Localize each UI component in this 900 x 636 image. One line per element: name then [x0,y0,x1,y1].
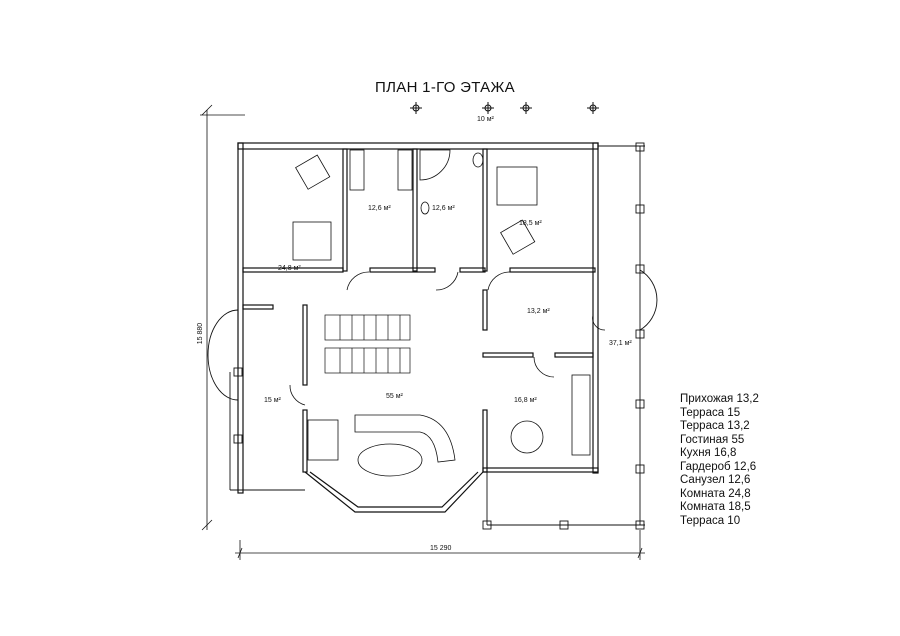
legend-item: Терраса 15 [680,406,741,419]
terrace [207,142,658,530]
doors [289,271,606,406]
legend-item: Комната 18,5 [680,501,751,513]
legend-item: Гостиная 55 [680,433,745,446]
fireplace-icon [307,419,339,461]
room-area-label: 16,8 м² [514,397,537,404]
room-area-label: 10 м² [477,116,494,123]
height-dimension: 15 880 [197,322,205,345]
legend-item: Санузел 12,6 [680,474,751,486]
room-area-label: 37,1 м² [609,340,632,347]
room-area-label: 15 м² [264,397,281,404]
kitchen-counter-icon [571,374,591,456]
room-area-label: 13,2 м² [527,308,550,315]
room-area-label: 12,6 м² [432,205,455,212]
room-area-label: 24,8 м² [278,265,301,272]
table-icon [357,443,423,477]
legend-item: Терраса 10 [680,514,741,527]
plan-title: ПЛАН 1-ГО ЭТАЖА [0,79,900,96]
plan-title-text: ПЛАН 1-ГО ЭТАЖА [375,79,515,96]
room-area-label: 12,6 м² [368,205,391,212]
walls [237,142,599,513]
bed-icon [496,166,538,206]
room-area-label: 55 м² [386,393,403,400]
room-area-label: 18,5 м² [519,220,542,227]
stairs [324,314,411,374]
legend-item: Комната 24,8 [680,487,751,500]
furniture [292,149,591,477]
legend-item: Терраса 13,2 [680,420,750,432]
legend-item: Прихожая 13,2 [680,393,759,405]
legend-item: Кухня 16,8 [680,447,737,459]
dimension-lines [200,104,645,560]
bed-icon [292,221,332,261]
column-markers [410,102,599,114]
sofa-icon [354,414,456,463]
legend-item: Гардероб 12,6 [680,460,757,473]
room-legend: Прихожая 13,2 Терраса 15 Терраса 13,2 Го… [680,393,759,528]
dining-table-icon [510,420,544,454]
width-dimension: 15 290 [430,545,452,552]
